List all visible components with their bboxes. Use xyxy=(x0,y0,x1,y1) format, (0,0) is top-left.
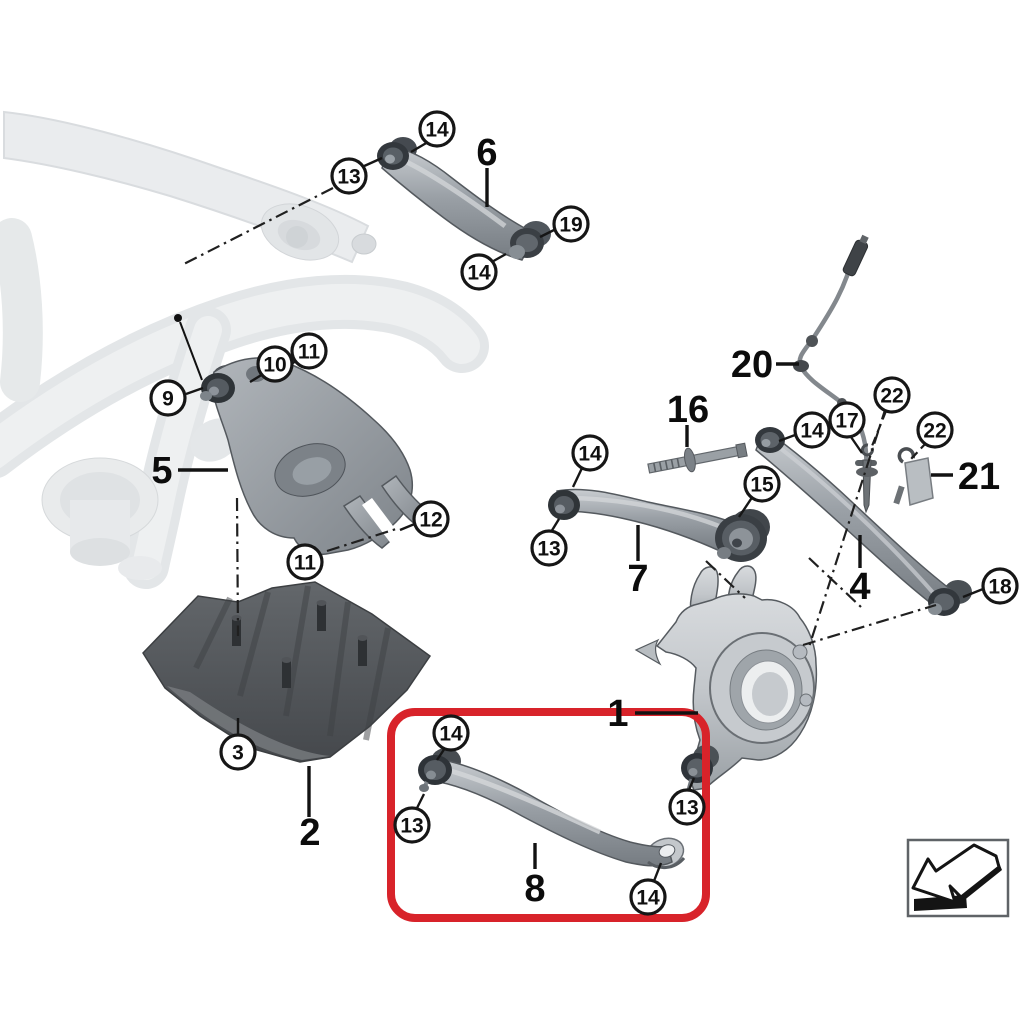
callout-11: 11 xyxy=(290,332,328,370)
callout-18: 18 xyxy=(981,567,1019,605)
part-1-wheel-carrier xyxy=(634,565,818,791)
svg-text:18: 18 xyxy=(988,576,1012,599)
svg-text:14: 14 xyxy=(467,262,491,285)
axis-lines xyxy=(181,187,937,648)
part-6-upper-camber-arm xyxy=(377,137,551,261)
svg-text:13: 13 xyxy=(675,797,698,820)
callout-13: 13 xyxy=(330,157,368,195)
svg-text:22: 22 xyxy=(880,385,903,408)
callout-14: 14 xyxy=(571,434,609,472)
svg-text:14: 14 xyxy=(425,119,449,142)
part-label-6: 6 xyxy=(476,132,497,174)
part-17-adjuster-pin xyxy=(855,443,878,514)
svg-text:14: 14 xyxy=(439,723,463,746)
callout-13: 13 xyxy=(393,806,431,844)
callout-10: 10 xyxy=(256,345,294,383)
plate-studs xyxy=(231,600,368,688)
callout-14: 14 xyxy=(432,714,470,752)
svg-text:17: 17 xyxy=(835,410,858,433)
callout-14: 14 xyxy=(418,110,456,148)
direction-arrow-icon xyxy=(906,838,1010,918)
part-label-1: 1 xyxy=(607,693,628,735)
subframe-faded xyxy=(0,110,489,589)
callout-13: 13 xyxy=(668,788,706,826)
callout-13: 13 xyxy=(530,529,568,567)
highlight-box xyxy=(387,708,710,922)
callout-17: 17 xyxy=(828,401,866,439)
part-2-shield-plate xyxy=(142,581,432,763)
part-label-8: 8 xyxy=(524,868,545,910)
svg-text:12: 12 xyxy=(419,509,442,532)
svg-text:13: 13 xyxy=(337,166,360,189)
callout-15: 15 xyxy=(743,465,781,503)
part-label-5: 5 xyxy=(151,450,172,492)
part-22-clip xyxy=(897,447,916,464)
svg-text:14: 14 xyxy=(800,420,824,443)
callout-12: 12 xyxy=(412,500,450,538)
sensor-connector xyxy=(842,234,869,277)
callout-11: 11 xyxy=(286,543,324,581)
callout-14: 14 xyxy=(460,253,498,291)
part-label-16: 16 xyxy=(667,389,709,431)
svg-text:10: 10 xyxy=(263,354,286,377)
part-5-lower-control-arm xyxy=(200,357,434,556)
svg-text:13: 13 xyxy=(537,538,560,561)
part-label-4: 4 xyxy=(849,566,870,608)
leader-lines xyxy=(178,140,984,882)
svg-text:14: 14 xyxy=(578,443,602,466)
svg-text:11: 11 xyxy=(298,341,321,364)
part-label-21: 21 xyxy=(958,456,1000,498)
part-label-2: 2 xyxy=(299,812,320,854)
callout-9: 9 xyxy=(149,379,187,417)
part-7-guide-link xyxy=(548,488,770,562)
part-label-20: 20 xyxy=(731,344,773,386)
callout-22: 22 xyxy=(916,411,954,449)
svg-text:3: 3 xyxy=(232,742,244,765)
part-label-7: 7 xyxy=(627,558,648,600)
part-21-bracket xyxy=(893,447,934,506)
callout-3: 3 xyxy=(219,733,257,771)
part-16-bolt xyxy=(647,442,748,474)
part-8-trailing-link xyxy=(418,748,686,869)
svg-text:19: 19 xyxy=(559,214,582,237)
svg-text:14: 14 xyxy=(636,887,660,910)
callout-22: 22 xyxy=(873,376,911,414)
callout-19: 19 xyxy=(552,205,590,243)
labels-layer: 6 5 2 16 20 21 7 4 1 8 xyxy=(151,132,1000,910)
svg-text:11: 11 xyxy=(294,552,317,575)
svg-text:15: 15 xyxy=(750,474,774,497)
svg-text:22: 22 xyxy=(923,420,946,443)
callout-14: 14 xyxy=(793,411,831,449)
svg-text:9: 9 xyxy=(162,388,174,411)
part-4-toe-link xyxy=(755,427,972,616)
svg-text:13: 13 xyxy=(400,815,423,838)
callout-14: 14 xyxy=(629,878,667,916)
subframe-mount-point-dot xyxy=(174,314,182,322)
